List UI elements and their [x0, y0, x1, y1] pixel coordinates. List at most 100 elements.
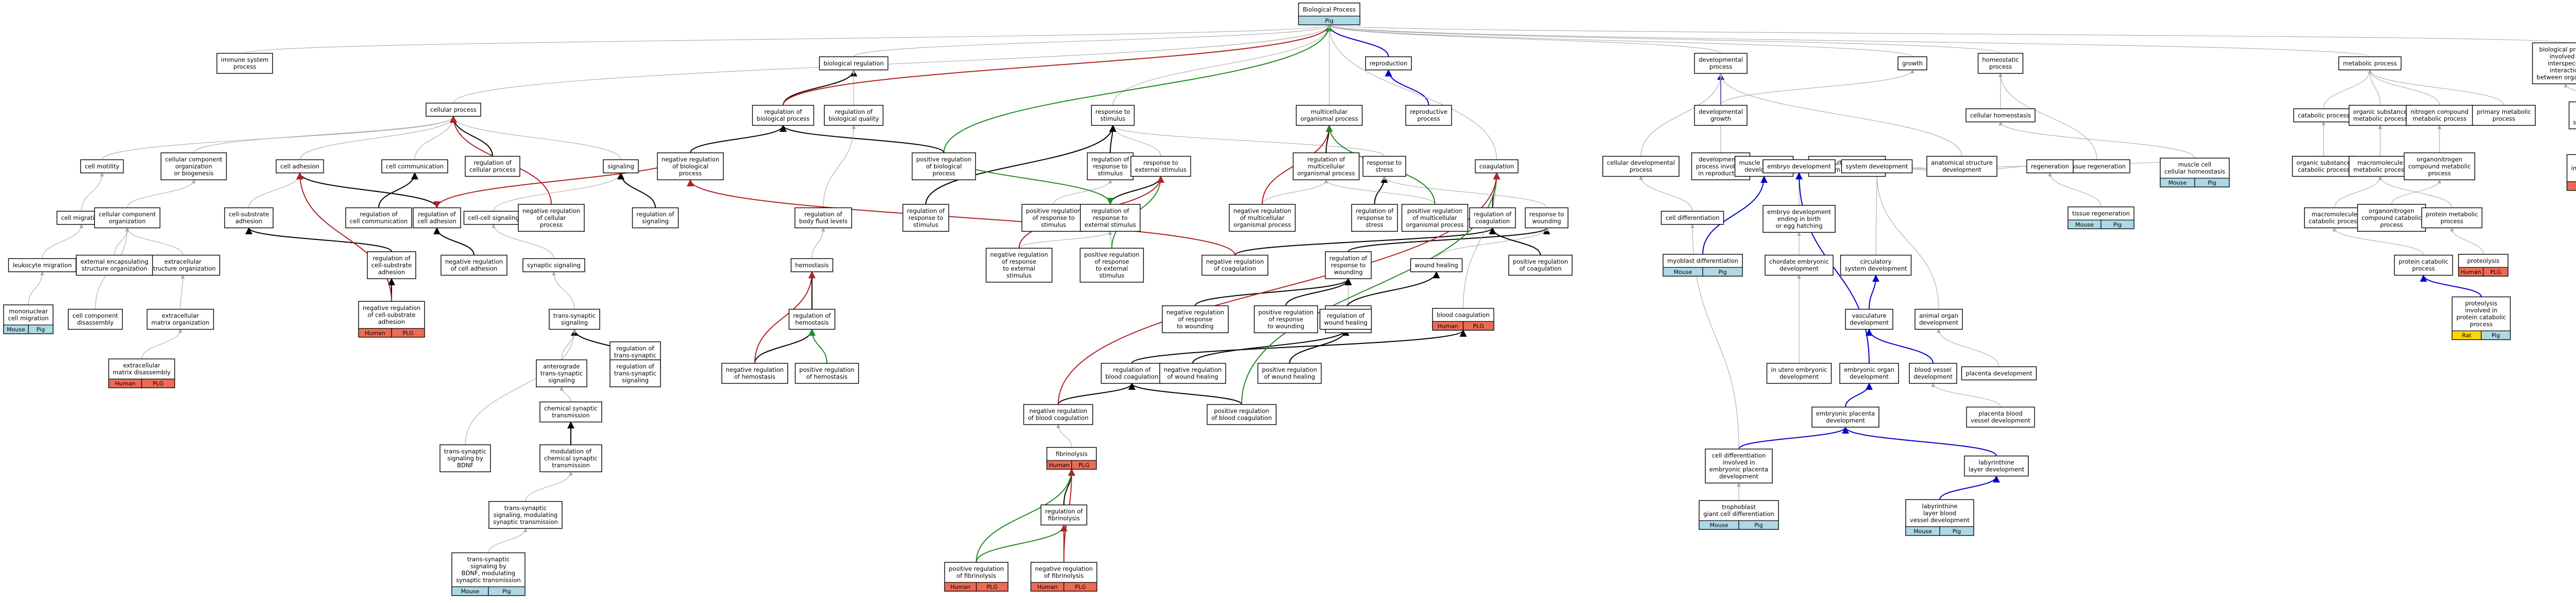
term-node-bioreg[interactable]: biological regulation — [819, 56, 889, 71]
term-node-cellular[interactable]: cellular process — [426, 102, 481, 117]
term-node-leukomig[interactable]: leukocyte migration — [8, 258, 77, 272]
term-node-cellcomm[interactable]: cell communication — [381, 159, 448, 174]
term-node-woundheal[interactable]: wound healing — [1410, 258, 1463, 272]
term-node-systemdev[interactable]: system development — [1841, 159, 1913, 174]
term-node-cellhomeo[interactable]: cellular homeostasis — [1965, 108, 2036, 123]
term-node-tissueregen[interactable]: tissue regeneration — [2063, 159, 2130, 174]
term-node-signaling[interactable]: signaling — [603, 159, 639, 174]
term-node-metabolic[interactable]: metabolic process — [2338, 56, 2402, 71]
term-node-celldiff[interactable]: cell differentiation — [1660, 211, 1724, 225]
term-node-cellcellsig[interactable]: cell-cell signaling — [463, 211, 524, 225]
term-node-reproduction[interactable]: reproduction — [1365, 56, 1412, 71]
term-node-regeneration[interactable]: regeneration — [2026, 159, 2074, 174]
term-node-growth[interactable]: growth — [1897, 56, 1927, 71]
term-node-placenta[interactable]: placenta development — [1961, 366, 2037, 381]
